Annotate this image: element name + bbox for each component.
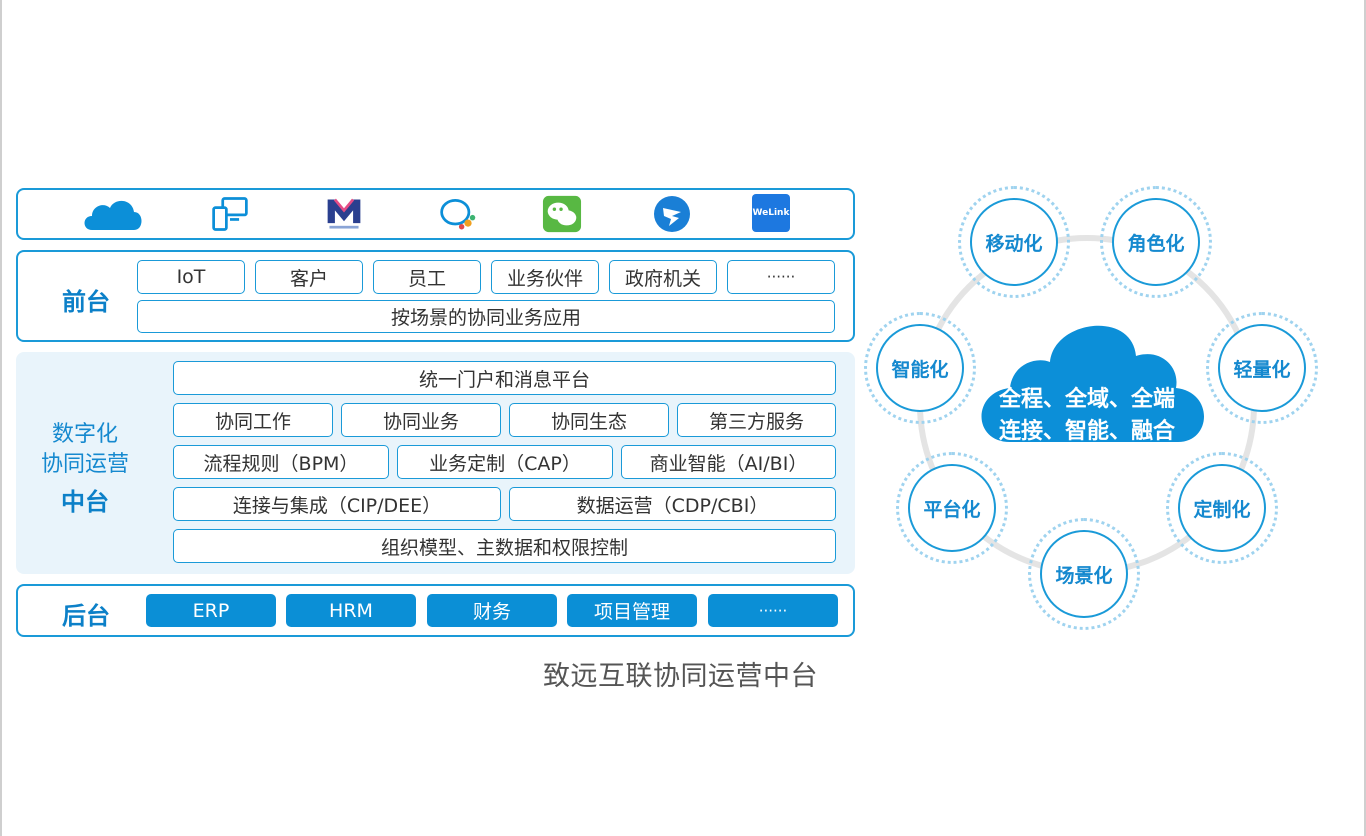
middle-title-line1: 数字化 xyxy=(51,422,118,447)
node-platform: 平台化 xyxy=(908,464,996,552)
node-scene: 场景化 xyxy=(1040,530,1128,618)
dingtalk-icon xyxy=(652,194,692,234)
center-line2: 连接、智能、融合 xyxy=(998,419,1175,444)
chat-icon xyxy=(438,194,478,234)
ai-bi: 商业智能（AI/BI） xyxy=(621,445,836,479)
frontend-tag-partner: 业务伙伴 xyxy=(491,260,599,294)
center-line1: 全程、全域、全端 xyxy=(998,387,1175,412)
backend-hrm: HRM xyxy=(286,594,416,627)
backend-finance: 财务 xyxy=(427,594,557,627)
node-halo-mobile xyxy=(958,186,1070,298)
node-role: 角色化 xyxy=(1112,198,1200,286)
collab-ecosystem: 协同生态 xyxy=(509,403,669,437)
frontend-title: 前台 xyxy=(62,288,110,316)
backend-more: ······ xyxy=(708,594,838,627)
frontend-tag-more: ······ xyxy=(727,260,835,294)
org-model-bar: 组织模型、主数据和权限控制 xyxy=(173,529,836,563)
backend-title: 后台 xyxy=(62,602,110,630)
collab-work: 协同工作 xyxy=(173,403,333,437)
frontend-tag-iot: IoT xyxy=(137,260,245,294)
third-party-service: 第三方服务 xyxy=(677,403,836,437)
app-icon-bar xyxy=(16,188,855,240)
backend-erp: ERP xyxy=(146,594,276,627)
middle-title-line2: 协同运营 xyxy=(40,452,129,477)
frontend-tag-customer: 客户 xyxy=(255,260,363,294)
node-halo-scene xyxy=(1028,518,1140,630)
node-halo-light xyxy=(1206,312,1318,424)
welink-text: WeLink xyxy=(752,208,790,218)
node-halo-custom xyxy=(1166,452,1278,564)
node-mobile: 移动化 xyxy=(970,198,1058,286)
frontend-tag-government: 政府机关 xyxy=(609,260,717,294)
m-logo-icon xyxy=(324,194,364,234)
left-frame-border xyxy=(0,0,2,836)
center-cloud-text: 全程、全域、全端 连接、智能、融合 xyxy=(968,384,1206,448)
cap: 业务定制（CAP） xyxy=(397,445,613,479)
welink-icon: WeLink xyxy=(752,194,790,232)
frontend-tag-employee: 员工 xyxy=(373,260,481,294)
node-custom: 定制化 xyxy=(1178,464,1266,552)
center-cloud-shape xyxy=(981,325,1204,442)
node-halo-platform xyxy=(896,452,1008,564)
wechat-icon xyxy=(542,194,582,234)
portal-bar: 统一门户和消息平台 xyxy=(173,361,836,395)
node-smart: 智能化 xyxy=(876,324,964,412)
frontend-bar: 按场景的协同业务应用 xyxy=(137,300,835,333)
node-halo-role xyxy=(1100,186,1212,298)
right-frame-border xyxy=(1364,0,1366,836)
node-light: 轻量化 xyxy=(1218,324,1306,412)
middle-title-line3: 中台 xyxy=(61,488,109,516)
devices-icon xyxy=(210,194,250,234)
backend-project: 项目管理 xyxy=(567,594,697,627)
cip-dee: 连接与集成（CIP/DEE） xyxy=(173,487,501,521)
collab-business: 协同业务 xyxy=(341,403,501,437)
cloud-icon xyxy=(80,194,146,234)
caption: 致远互联协同运营中台 xyxy=(543,661,818,692)
cdp-cbi: 数据运营（CDP/CBI） xyxy=(509,487,836,521)
bpm: 流程规则（BPM） xyxy=(173,445,389,479)
node-halo-smart xyxy=(864,312,976,424)
